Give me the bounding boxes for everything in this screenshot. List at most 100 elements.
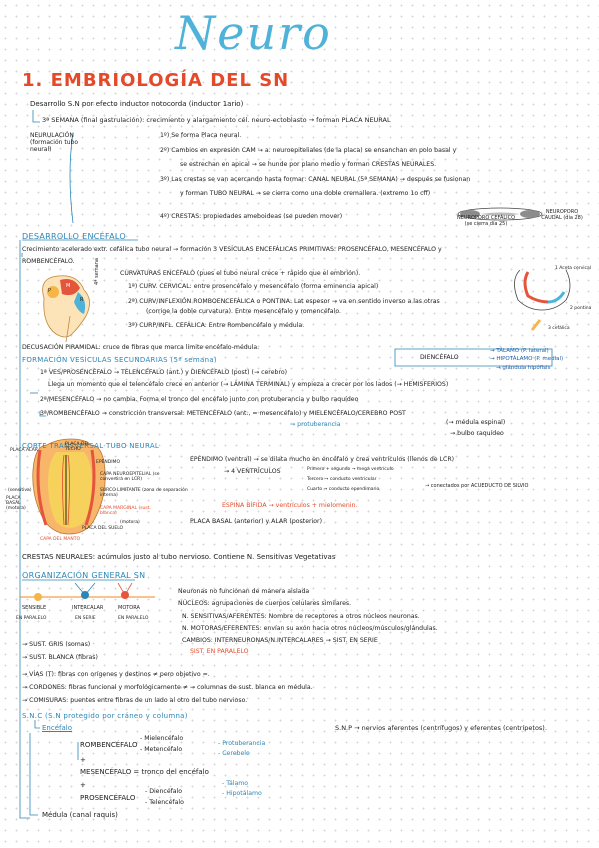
flexure-label-2: 2 pontina bbox=[570, 306, 592, 311]
step-3b: y forman TUBO NEURAL → se cierra como un… bbox=[180, 190, 431, 197]
plus-2: + bbox=[80, 781, 86, 789]
curvatura-2: 2ª) CURV/INFLEXIÓN ROMBOENCEFÁLICA o PON… bbox=[128, 298, 440, 305]
org-item-4: N. MOTORAS/EFERENTES: envían su axón hac… bbox=[182, 625, 438, 632]
org-item-3: N. SENSITIVAS/AFERENTES: Nombre de recep… bbox=[182, 613, 420, 620]
page-title: Neuro bbox=[175, 6, 332, 60]
neuron-sub-1: EN PARALELO bbox=[16, 616, 47, 621]
neuroporo-caudal: NEUROPORO CAUDAL (día 28) bbox=[541, 209, 583, 221]
curvatura-1: 1ª) CURV. CERVICAL: entre prosencéfalo y… bbox=[128, 283, 379, 290]
step-4: 4º) CRESTAS: propiedades ameboideas (se … bbox=[160, 213, 343, 220]
cordones-line: → CORDONES: fibras funcional y morfológi… bbox=[22, 684, 313, 691]
curvaturas-title: CURVATURAS ENCÉFALO (pues el tubo neural… bbox=[120, 270, 361, 277]
heading-corte: CORTE TRANSVERSAL TUBO NEURAL bbox=[22, 442, 160, 450]
neuron-intercalar: INTERCALAR bbox=[72, 605, 104, 611]
org-item-2: NÚCLEOS: agrupaciones de cuerpos celular… bbox=[178, 600, 352, 607]
prosen-sub2-1: - Tálamo bbox=[222, 780, 249, 787]
snp-line: S.N.P → nervios aferentes (centrífugos) … bbox=[335, 724, 547, 732]
neuron-sub-2: EN SERIE bbox=[75, 616, 96, 621]
step-2b: se estrechan en apical → se hunde por pl… bbox=[180, 161, 437, 168]
step-2: 2º) Cambios en expresión CAM → a. neuroe… bbox=[160, 147, 457, 154]
vesicula-3: 3ª/ROMBENCÉFALO → constricción transvers… bbox=[40, 410, 406, 417]
org-item-6: SIST. EN PARALELO bbox=[190, 648, 249, 655]
vesicles-diagram bbox=[42, 275, 90, 343]
desarrollo-line2: ROMBENCÉFALO. bbox=[22, 258, 75, 265]
prosen-sub2-2: - Hipotálamo bbox=[222, 790, 262, 797]
corte-n1: EPÉNDIMO (ventral) → se dilata mucho en … bbox=[190, 456, 455, 463]
flexure-label-3: 3 cefálica bbox=[548, 326, 570, 331]
vesicle-letter-r: R bbox=[80, 297, 84, 303]
dien-item-1: → TÁLAMO (P. lateral) bbox=[490, 348, 549, 354]
label-ependimo: EPÉNDIMO bbox=[96, 460, 120, 465]
label-capa-neuroepitelial: CAPA NEUROEPITELIAL (se convertirá en LC… bbox=[100, 472, 160, 483]
label-placa-suelo: PLACA DEL SUELO bbox=[82, 526, 124, 531]
label-motora: (motora) bbox=[120, 520, 140, 525]
heading-vesiculas: FORMACIÓN VESÍCULAS SECUNDARIAS (5ª sema… bbox=[22, 356, 217, 364]
label-placa-techo: PLACA DEL TECHO bbox=[65, 442, 90, 453]
neuroporo-cefalico: NEUROPORO CEFÁLICO (se cierra día 25) bbox=[456, 215, 516, 227]
vesicula-3c: → bulbo raquídeo bbox=[450, 430, 504, 437]
label-sensitiva: (sensitiva) bbox=[8, 488, 32, 493]
week3-line: 3ª SEMANA (final gastrulación): crecimie… bbox=[42, 116, 391, 124]
side-label-4semana: 4ª semana bbox=[94, 258, 100, 285]
vesicula-3a: → protuberancia bbox=[290, 421, 341, 428]
vesicula-1: 1ª VES/PROSENCÉFALO → TELENCÉFALO (ant.)… bbox=[40, 369, 288, 376]
dien-item-3: → glándula hipófisis bbox=[496, 365, 551, 371]
flexure-label-1: 1 Aceta cervical bbox=[555, 266, 591, 271]
vesicula-3b: (→ médula espinal) bbox=[446, 419, 506, 426]
org-item-1: Neuronas no funcionan de manera aislada bbox=[178, 588, 310, 595]
sust-blanca: → SUST. BLANCA (fibras) bbox=[22, 654, 98, 661]
heading-snc: S.N.C (S.N protegido por cráneo y column… bbox=[22, 712, 188, 720]
vias-line: → VÍAS (T): fibras con orígenes y destin… bbox=[22, 671, 210, 678]
snc-bracket bbox=[19, 240, 30, 819]
vesicle-letter-m: M bbox=[66, 283, 71, 289]
vent-item-1: Primero + segundo → mega ventrículo bbox=[307, 467, 394, 472]
crestas-line: CRESTAS NEURALES: acúmulos justo al tubo… bbox=[22, 553, 336, 561]
neurulacion-label: NEURULACIÓN (formación tubo neural) bbox=[30, 132, 78, 153]
intro-line: Desarrollo S.N por efecto inductor notoc… bbox=[30, 100, 244, 108]
org-item-5: CAMBIOS: INTERNEURONAS/N.INTERCALARES → … bbox=[182, 637, 378, 644]
label-capa-marginal: CAPA MARGINAL (sust. blanca) bbox=[100, 506, 151, 517]
curvatura-2b: (corrige la doble curvatura). Entre mese… bbox=[146, 308, 341, 315]
neurulacion-brace bbox=[69, 132, 74, 224]
encefalo-label: Encéfalo bbox=[42, 724, 72, 732]
flexures-diagram bbox=[514, 269, 571, 331]
comisuras-line: → COMISURAS: puentes entre fibras de un … bbox=[22, 697, 248, 704]
neuron-sub-3: EN PARALELO bbox=[118, 616, 149, 621]
prosencefalo-label: PROSENCÉFALO bbox=[80, 794, 136, 802]
desarrollo-line1: Crecimiento acelerado extr. cefálica tub… bbox=[22, 246, 442, 253]
romb-sub2-2: - Cerebelo bbox=[218, 750, 250, 757]
label-capa-manto: CAPA DEL MANTO bbox=[40, 537, 81, 542]
romb-sub-1: - Mielencéfalo bbox=[140, 735, 184, 742]
label-placa-alar: PLACA ALAR bbox=[10, 448, 38, 453]
placas-line: PLACA BASAL (anterior) y ALAR (posterior… bbox=[190, 518, 323, 525]
neuron-motora: MOTORA bbox=[118, 605, 140, 611]
sust-gris: → SUST. GRIS (somas) bbox=[22, 641, 91, 648]
neural-tube-diagram bbox=[32, 438, 106, 535]
medula-line: Médula (canal raquis) bbox=[42, 811, 118, 819]
plus-1: + bbox=[80, 756, 86, 764]
indent-arrow-week3 bbox=[32, 110, 40, 123]
vent-note: → conectados por ACUEDUCTO DE SILVIO bbox=[425, 483, 529, 489]
prosen-sub-1: - Diencéfalo bbox=[145, 788, 183, 795]
curvatura-3: 3ª) CURP/INFL. CEFÁLICA: Entre Rombencéf… bbox=[128, 322, 305, 329]
heading-organizacion: ORGANIZACIÓN GENERAL SN bbox=[22, 571, 146, 580]
vesicle-letter-p: P bbox=[48, 288, 52, 294]
step-3: 3º) Las crestas se van acercando hasta f… bbox=[160, 176, 471, 183]
label-surco-limitante: SURCO LIMITANTE (zona de separación inte… bbox=[100, 488, 188, 499]
rombencefalo-label: ROMBENCÉFALO bbox=[80, 741, 138, 749]
neuroporo-diagram bbox=[457, 207, 543, 221]
vent-item-3: Cuarto → conducto ependimario bbox=[307, 487, 380, 492]
vesicula-2: 2ª/MESENCÉFALO → no cambia. Forma el tro… bbox=[40, 396, 359, 403]
diencefalo-box: DIENCÉFALO bbox=[420, 354, 459, 361]
neuron-chain-diagram bbox=[20, 582, 155, 601]
corte-ventriculos: → 4 VENTRÍCULOS bbox=[224, 468, 281, 475]
romb-sub-2: - Metencéfalo bbox=[140, 746, 183, 753]
espina-bifida: ESPINA BÍFIDA → ventrículos + mielomenin… bbox=[222, 502, 358, 509]
mesencefalo-line: MESENCÉFALO = tronco del encéfalo bbox=[80, 768, 209, 776]
neuron-sensible: SENSIBLE bbox=[22, 605, 47, 611]
step-1: 1º) Se forma Placa neural. bbox=[160, 132, 242, 139]
decusacion-line: DECUSACIÓN PIRAMIDAL: cruce de fibras qu… bbox=[22, 344, 260, 351]
dien-item-2: → HIPOTÁLAMO (P. medial) bbox=[490, 356, 564, 362]
